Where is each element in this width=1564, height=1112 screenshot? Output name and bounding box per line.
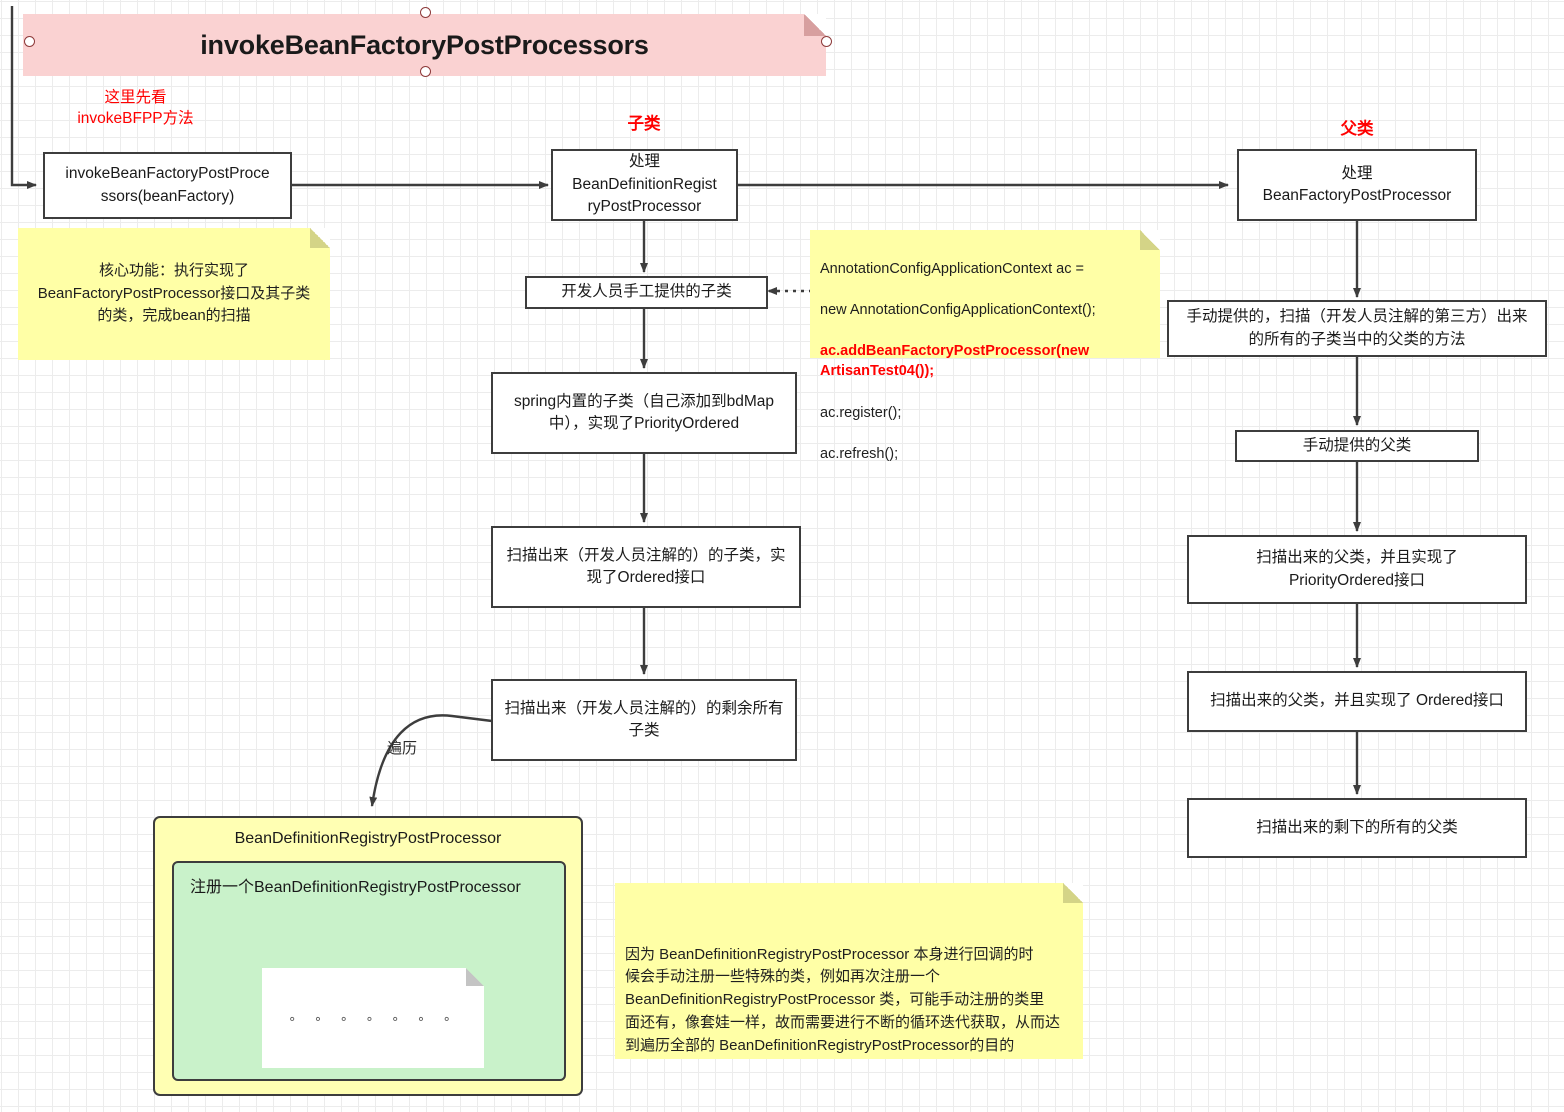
- ellipsis-dots: ∘ ∘ ∘ ∘ ∘ ∘ ∘: [288, 1010, 458, 1026]
- code-line-highlight: ac.addBeanFactoryPostProcessor(new Artis…: [820, 342, 1090, 380]
- code-line-1: AnnotationConfigApplicationContext ac =: [820, 260, 1084, 277]
- group-bdrpp-container[interactable]: BeanDefinitionRegistryPostProcessor 注册一个…: [153, 816, 583, 1096]
- node-scanned-parent-ordered[interactable]: 扫描出来的父类，并且实现了 Ordered接口: [1187, 671, 1527, 732]
- code-line-4: ac.refresh();: [820, 445, 899, 462]
- label-entry-hint: 这里先看 invokeBFPP方法: [77, 89, 194, 127]
- inner-white-note[interactable]: ∘ ∘ ∘ ∘ ∘ ∘ ∘: [262, 968, 484, 1068]
- node-manual-provided-scan[interactable]: 手动提供的，扫描（开发人员注解的第三方）出来 的所有的子类当中的父类的方法: [1167, 300, 1547, 357]
- note-fold-icon: [804, 14, 826, 36]
- code-line-2: new AnnotationConfigApplicationContext()…: [820, 301, 1096, 318]
- label-traverse: 遍历: [387, 740, 418, 757]
- note-fold-icon: [466, 968, 484, 986]
- note-fold-icon: [1063, 883, 1083, 903]
- node-spring-builtin-subclass[interactable]: spring内置的子类（自己添加到bdMap 中），实现了PriorityOrd…: [491, 372, 797, 454]
- node-scanned-parent-remaining[interactable]: 扫描出来的剩下的所有的父类: [1187, 798, 1527, 858]
- diagram-title-banner[interactable]: invokeBeanFactoryPostProcessors: [23, 14, 826, 76]
- label-child-class: 子类: [627, 115, 661, 133]
- node-handle-bfpp[interactable]: 处理 BeanFactoryPostProcessor: [1237, 149, 1477, 221]
- label-parent-class: 父类: [1340, 120, 1374, 138]
- selection-handle-top[interactable]: [420, 7, 431, 18]
- note-bdrpp-explanation-text: 因为 BeanDefinitionRegistryPostProcessor 本…: [625, 945, 1061, 1054]
- selection-handle-bottom[interactable]: [420, 66, 431, 77]
- node-invoke-bfpp-entry[interactable]: invokeBeanFactoryPostProce ssors(beanFac…: [43, 152, 292, 219]
- group-inner-title: 注册一个BeanDefinitionRegistryPostProcessor: [190, 879, 521, 896]
- note-fold-icon: [310, 228, 330, 248]
- note-bdrpp-explanation[interactable]: 因为 BeanDefinitionRegistryPostProcessor 本…: [615, 883, 1083, 1059]
- node-manual-subclass[interactable]: 开发人员手工提供的子类: [525, 276, 768, 309]
- edge-traverse-curve: [369, 714, 493, 807]
- node-scanned-remaining-subclass[interactable]: 扫描出来（开发人员注解的）的剩余所有 子类: [491, 679, 797, 761]
- note-code-sample[interactable]: AnnotationConfigApplicationContext ac = …: [810, 230, 1160, 462]
- node-scanned-parent-priorityordered[interactable]: 扫描出来的父类，并且实现了 PriorityOrdered接口: [1187, 535, 1527, 604]
- group-outer-title: BeanDefinitionRegistryPostProcessor: [234, 830, 502, 847]
- note-core-function-text: 核心功能：执行实现了 BeanFactoryPostProcessor接口及其子…: [37, 262, 311, 325]
- note-core-function[interactable]: 核心功能：执行实现了 BeanFactoryPostProcessor接口及其子…: [18, 228, 330, 360]
- selection-handle-left[interactable]: [24, 36, 35, 47]
- node-handle-bdrpp[interactable]: 处理 BeanDefinitionRegist ryPostProcessor: [551, 149, 738, 221]
- code-line-3: ac.register();: [820, 404, 902, 421]
- node-scanned-ordered-subclass[interactable]: 扫描出来（开发人员注解的）的子类，实 现了Ordered接口: [491, 526, 801, 608]
- note-fold-icon: [1140, 230, 1160, 250]
- page-title: invokeBeanFactoryPostProcessors: [200, 29, 649, 60]
- selection-handle-right[interactable]: [821, 36, 832, 47]
- node-manual-provided-parent[interactable]: 手动提供的父类: [1235, 430, 1479, 462]
- group-register-bdrpp[interactable]: 注册一个BeanDefinitionRegistryPostProcessor …: [172, 861, 566, 1081]
